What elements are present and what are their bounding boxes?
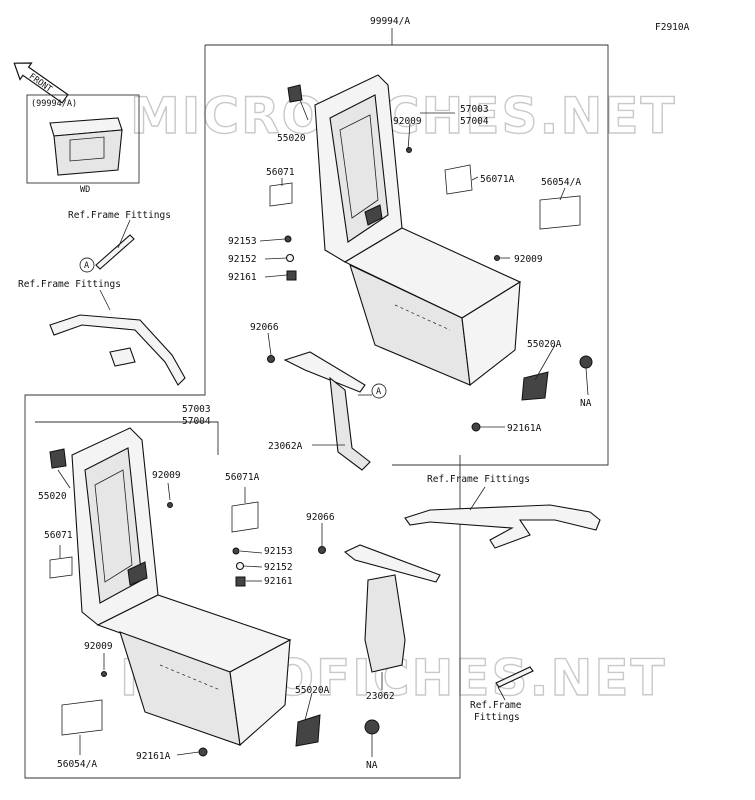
callout-92009-upper: 92009 [393, 116, 422, 127]
grommet-92066-upper-icon [267, 355, 275, 363]
callout-ref-frame-3: Ref.Frame Fittings [427, 474, 530, 485]
bolt-92153-upper-icon [284, 235, 292, 243]
callout-92066-upper: 92066 [250, 322, 279, 333]
na-lower-icon [364, 719, 380, 735]
callout-56054a-upper: 56054/A [541, 177, 581, 188]
callout-55020a-upper: 55020A [527, 339, 562, 350]
callout-ref-frame-4b: Fittings [474, 712, 520, 723]
callout-55020-lower: 55020 [38, 491, 67, 502]
callout-23062a: 23062A [268, 441, 303, 452]
marker-a-1-text: A [84, 261, 89, 271]
nut-92161a-upper-icon [471, 422, 481, 432]
hinge-upper-icon [521, 371, 549, 401]
callout-na-upper: NA [580, 398, 592, 409]
callout-92009-upper-right: 92009 [514, 254, 543, 265]
figure-code: F2910A [655, 22, 690, 33]
latch-upper-icon [287, 84, 303, 103]
lower-saddlebag-lid [71, 427, 159, 626]
decal-56071-upper [269, 182, 293, 207]
callout-92009-lower-left: 92009 [84, 641, 113, 652]
washer-92152-upper-icon [285, 253, 295, 263]
callout-57003-lower: 57003 [182, 404, 211, 415]
inset-box [26, 94, 140, 184]
upper-frame [205, 44, 609, 466]
callout-56071-lower: 56071 [44, 530, 73, 541]
lower-saddlebag-body [96, 594, 292, 747]
callout-92161a-lower: 92161A [136, 751, 171, 762]
decal-56054a-lower [61, 699, 103, 736]
saddlebag-icon [49, 117, 123, 176]
latch-lower-icon [49, 448, 67, 469]
bolt-ref-upper-icon [95, 234, 135, 270]
screw-92009-lower-left-icon [101, 671, 107, 677]
frame-tube-upper-icon [49, 314, 186, 386]
grommet-92066-lower-icon [318, 546, 326, 554]
callout-92152-upper: 92152 [228, 254, 257, 265]
nut-92161a-lower-icon [198, 747, 208, 757]
callout-57004-lower: 57004 [182, 416, 211, 427]
callout-ref-frame-2: Ref.Frame Fittings [18, 279, 121, 290]
marker-a-2 [371, 383, 387, 399]
bolt-ref-lower-icon [495, 666, 534, 688]
callout-na-lower: NA [366, 760, 378, 771]
lower-frame [24, 45, 461, 779]
callout-55020a-lower: 55020A [295, 685, 330, 696]
callout-92161a-upper: 92161A [507, 423, 542, 434]
callout-55020-upper: 55020 [277, 133, 306, 144]
callout-23062: 23062 [366, 691, 395, 702]
watermark-top: MICROFICHES.NET [130, 87, 677, 145]
bracket-23062a-icon [283, 351, 371, 471]
inset-caption: WD [80, 185, 90, 195]
marker-a-2-text: A [376, 387, 381, 397]
nut-92161-lower-icon [235, 576, 246, 587]
lower-inner-frame [35, 421, 219, 455]
callout-92153-upper: 92153 [228, 236, 257, 247]
callout-92152-lower: 92152 [264, 562, 293, 573]
na-upper-icon [579, 355, 593, 369]
screw-92009-lower-icon [167, 502, 173, 508]
decal-56071-lower [49, 556, 73, 579]
callout-56071-upper: 56071 [266, 167, 295, 178]
callout-56071a-lower: 56071A [225, 472, 260, 483]
decal-56071a-upper [444, 164, 473, 195]
decal-56054a-upper [539, 195, 581, 230]
bolt-92153-lower-icon [232, 547, 240, 555]
callout-ref-frame-4a: Ref.Frame [470, 700, 522, 711]
screw-92009-upper-icon [406, 147, 412, 153]
frame-tube-lower-icon [404, 504, 601, 549]
washer-92152-lower-icon [235, 561, 245, 571]
callout-57004-upper: 57004 [460, 116, 489, 127]
callout-92009-lower: 92009 [152, 470, 181, 481]
upper-saddlebag-body [343, 227, 522, 387]
callout-56071a-upper: 56071A [480, 174, 515, 185]
inset-title: (99994/A) [31, 99, 77, 109]
callout-92153-lower: 92153 [264, 546, 293, 557]
bracket-23062-icon [343, 544, 441, 673]
callout-92161-lower: 92161 [264, 576, 293, 587]
callout-92161-upper: 92161 [228, 272, 257, 283]
hinge-lower-icon [295, 714, 321, 747]
marker-a-1 [79, 257, 95, 273]
upper-saddlebag-lid [314, 74, 403, 263]
callout-56054a-lower: 56054/A [57, 759, 97, 770]
screw-92009-upper-right-icon [494, 255, 500, 261]
callout-57003-upper: 57003 [460, 104, 489, 115]
callout-92066-lower: 92066 [306, 512, 335, 523]
callout-ref-frame-1: Ref.Frame Fittings [68, 210, 171, 221]
decal-56071a-lower [231, 501, 259, 533]
nut-92161-upper-icon [286, 270, 297, 281]
callout-99994a: 99994/A [370, 16, 410, 27]
